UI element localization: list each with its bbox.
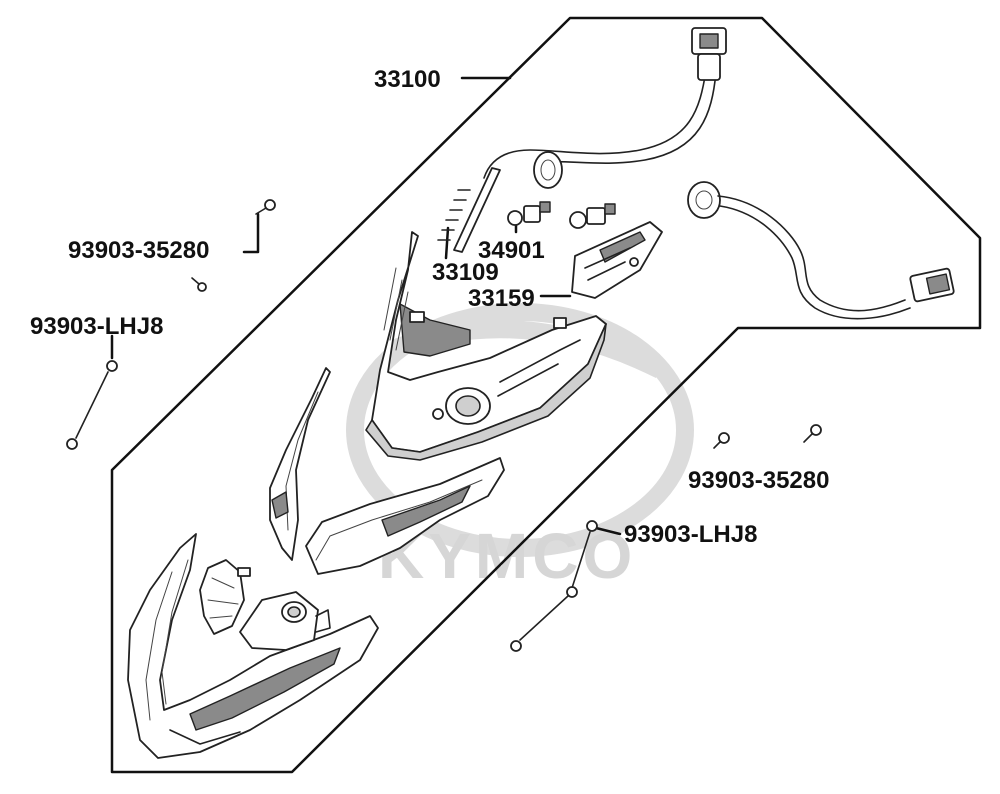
screw-shank bbox=[713, 441, 721, 449]
screw-head-2 bbox=[566, 586, 578, 598]
socket-strip-body bbox=[453, 167, 501, 253]
screw-shank bbox=[571, 531, 591, 589]
bulb-right-tab bbox=[604, 203, 616, 215]
bezel-left-detail bbox=[271, 491, 289, 519]
bulbs-34901 bbox=[507, 201, 616, 229]
lens-cover-upper bbox=[305, 457, 505, 575]
screw-shank bbox=[191, 277, 200, 285]
leader-screw-bottom bbox=[594, 526, 622, 536]
assembly-boundary bbox=[110, 16, 982, 774]
bulb-right-base bbox=[586, 207, 606, 225]
harness-grommet-right bbox=[687, 181, 721, 219]
bracket-led-strip bbox=[599, 231, 646, 263]
housing-rim bbox=[365, 323, 607, 461]
screw-head bbox=[264, 199, 276, 211]
screw-head bbox=[718, 432, 730, 444]
bulb-left-tab bbox=[539, 201, 551, 213]
harness-wire-upper-2 bbox=[544, 71, 717, 164]
bracket-hole bbox=[629, 257, 639, 267]
front-lens-edge-1 bbox=[145, 571, 173, 721]
front-lens-edge-2 bbox=[161, 559, 189, 705]
trim-bezel-left bbox=[269, 367, 331, 561]
projector-lens-center bbox=[287, 606, 301, 618]
callout-33159: 33159 bbox=[468, 285, 535, 312]
screw-shank bbox=[803, 433, 813, 443]
reflector-tab bbox=[237, 567, 251, 577]
front-lens-lower-edge bbox=[169, 729, 241, 745]
bulb-left-glass bbox=[507, 210, 523, 226]
screw-bottom-long bbox=[510, 520, 598, 652]
callout-screw-top-left: 93903-35280 bbox=[68, 237, 209, 264]
leader-33109 bbox=[444, 226, 450, 260]
screw-shank bbox=[75, 371, 109, 439]
screw-top-left bbox=[255, 199, 276, 215]
harness-grommet-left bbox=[533, 151, 563, 189]
harness-grommet-left-inner bbox=[540, 159, 556, 181]
housing-fins bbox=[383, 267, 409, 351]
screw-shank bbox=[255, 207, 267, 215]
front-lens-assembly bbox=[127, 533, 379, 759]
reflector-body bbox=[199, 559, 245, 635]
bulb-left-base bbox=[523, 205, 541, 223]
harness-grommet-right-inner bbox=[695, 190, 713, 210]
callout-34901: 34901 bbox=[478, 237, 545, 264]
bracket-33159 bbox=[571, 221, 663, 299]
headlight-housing bbox=[365, 231, 607, 461]
front-lens-drl bbox=[189, 647, 341, 731]
housing-projector-lens bbox=[455, 395, 481, 417]
screw-shank-2 bbox=[519, 595, 569, 641]
screw-head bbox=[106, 360, 118, 372]
leader-screw-top-left bbox=[242, 212, 260, 254]
socket-strip-pins bbox=[437, 189, 471, 241]
screw-left-long bbox=[66, 360, 118, 450]
projector-mount bbox=[315, 609, 331, 633]
bracket-ribs bbox=[584, 247, 631, 281]
harness-wire-upper bbox=[483, 69, 707, 179]
connector-bottom-pins bbox=[925, 273, 951, 295]
housing-clip bbox=[409, 311, 425, 323]
screw-right-2 bbox=[803, 424, 822, 443]
callout-33109: 33109 bbox=[432, 259, 499, 286]
housing-screw-boss bbox=[432, 408, 444, 420]
connector-top-boot bbox=[697, 53, 721, 81]
bulb-right-glass bbox=[569, 211, 587, 229]
projector-unit bbox=[239, 591, 331, 651]
screw-head bbox=[197, 282, 207, 292]
reflector-facets bbox=[207, 577, 239, 619]
lens-cover-led bbox=[381, 485, 471, 537]
socket-strip-33109 bbox=[437, 167, 501, 253]
screw-head bbox=[586, 520, 598, 532]
screw-right-1 bbox=[713, 432, 730, 449]
callout-screw-left: 93903-LHJ8 bbox=[30, 313, 163, 340]
watermark-ring bbox=[346, 303, 694, 557]
screws bbox=[66, 199, 822, 652]
harness-wire-lower-2 bbox=[719, 205, 911, 320]
bracket-body bbox=[571, 221, 663, 299]
housing-drl-lines bbox=[497, 339, 581, 397]
reflector bbox=[199, 559, 251, 635]
wiring-harness bbox=[483, 27, 955, 320]
screw-head bbox=[810, 424, 822, 436]
lens-cover-inner-edge bbox=[315, 479, 483, 561]
screw-head-2 bbox=[66, 438, 78, 450]
callouts: 33100 93903-35280 93903-LHJ8 34901 33109… bbox=[30, 66, 829, 548]
callout-screw-bottom: 93903-LHJ8 bbox=[624, 521, 757, 548]
projector-body bbox=[239, 591, 319, 651]
housing-clip-right bbox=[553, 317, 567, 329]
callout-33100: 33100 bbox=[374, 66, 441, 93]
harness-wire-lower bbox=[717, 195, 906, 312]
screw-top-left-2 bbox=[191, 277, 207, 292]
screw-head-3 bbox=[510, 640, 522, 652]
connector-top-pins bbox=[699, 33, 719, 49]
callout-screw-right: 93903-35280 bbox=[688, 467, 829, 494]
